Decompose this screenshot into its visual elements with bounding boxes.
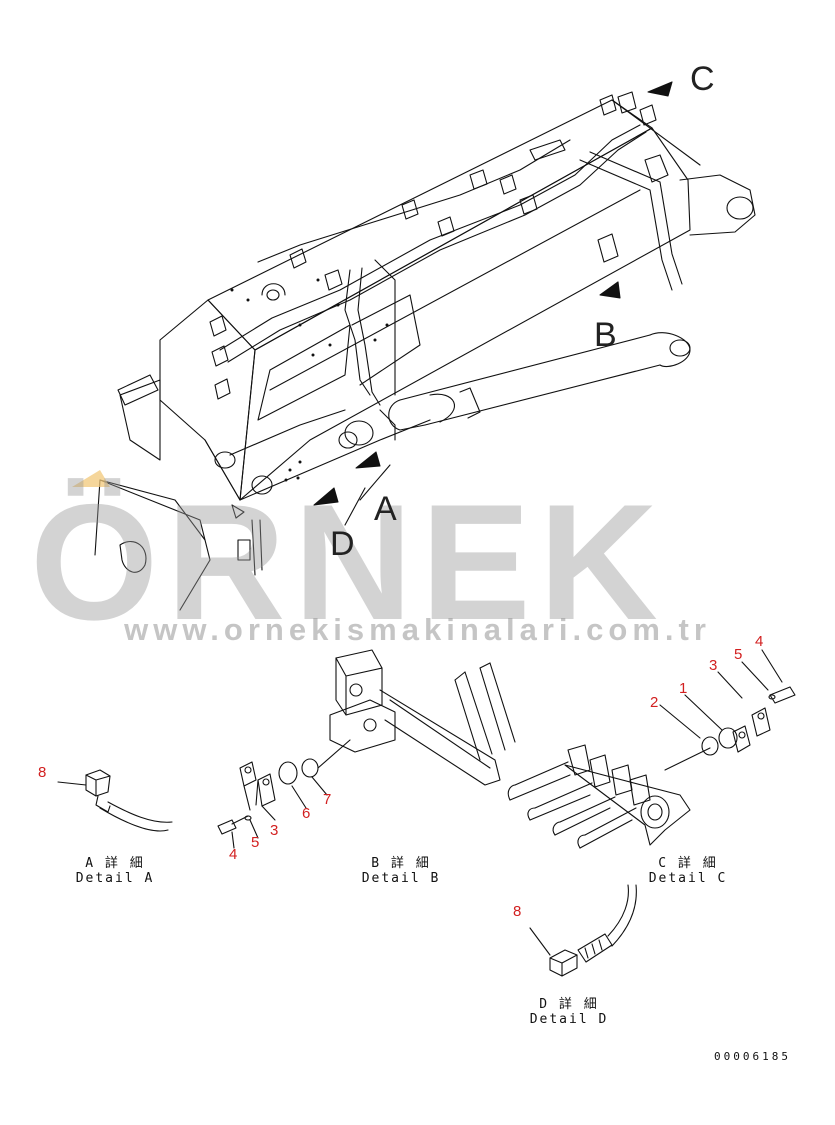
detail-b-jp: B 詳 細 [371, 856, 431, 871]
view-letter-a: A [374, 490, 397, 528]
detail-d-caption: D 詳 細 Detail D [524, 993, 614, 1027]
detail-b-drawing [217, 649, 516, 849]
detail-c-jp: C 詳 細 [658, 856, 718, 871]
part-number-c-5: 5 [734, 646, 743, 663]
drawing-code: 00006185 [714, 1050, 791, 1063]
part-number-c-1: 1 [679, 680, 688, 697]
detail-c-caption: C 詳 細 Detail C [643, 852, 733, 886]
part-number-b-4: 4 [229, 846, 238, 863]
detail-a-jp: A 詳 細 [85, 856, 145, 871]
part-number-b-3: 3 [270, 822, 279, 839]
detail-a-caption: A 詳 細 Detail A [70, 852, 160, 886]
view-letter-d: D [330, 525, 355, 563]
detail-b-caption: B 詳 細 Detail B [356, 852, 446, 886]
part-number-b-6: 6 [302, 805, 311, 822]
part-number-c-4: 4 [755, 633, 764, 650]
part-number-c-2: 2 [650, 694, 659, 711]
boom-assembly [94, 81, 756, 611]
part-number-c-3: 3 [709, 657, 718, 674]
detail-b-en: Detail B [361, 871, 441, 886]
detail-c-drawing [507, 649, 796, 849]
detail-c-en: Detail C [648, 871, 728, 886]
detail-d-drawing [529, 884, 637, 977]
detail-d-jp: D 詳 細 [539, 997, 599, 1012]
detail-a-drawing [57, 769, 173, 832]
detail-a-en: Detail A [75, 871, 155, 886]
part-number-b-5: 5 [251, 834, 260, 851]
part-number-a-8: 8 [38, 764, 47, 781]
part-number-b-7: 7 [323, 791, 332, 808]
part-number-d-8: 8 [513, 903, 522, 920]
detail-d-en: Detail D [529, 1012, 609, 1027]
view-letter-b: B [594, 316, 617, 354]
view-letter-c: C [690, 60, 715, 98]
